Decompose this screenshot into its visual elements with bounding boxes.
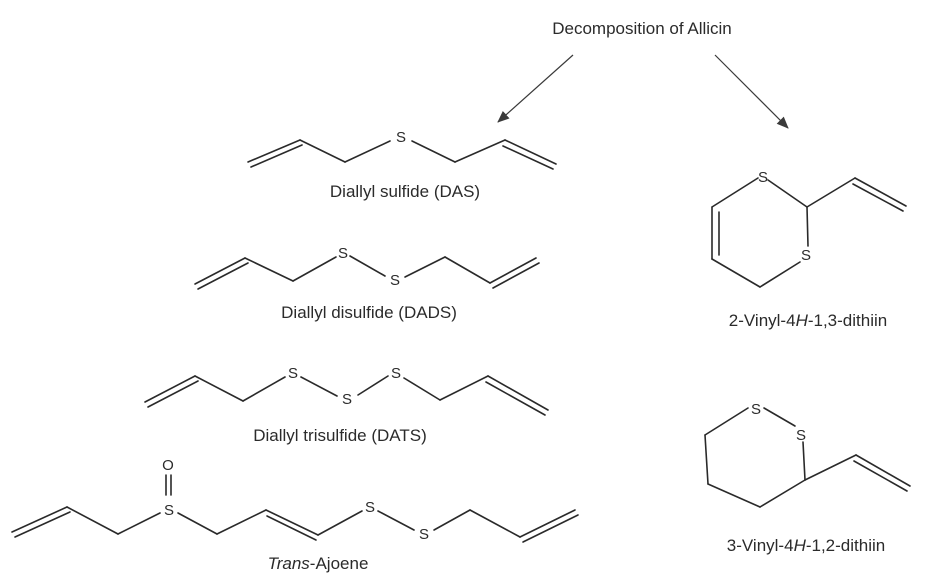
dithiin-1-2-label: 3-Vinyl-4H-1,2-dithiin (727, 536, 885, 555)
dads-sulfur-atom-2: S (390, 272, 400, 289)
dithiin12-label-post: -1,2-dithiin (806, 536, 885, 555)
dithiin12-label-pre: 3-Vinyl-4 (727, 536, 794, 555)
das-structure: S (247, 129, 557, 170)
dithiin13-label-pre: 2-Vinyl-4 (729, 311, 796, 330)
ajoene-sulfur-atom-1: S (365, 499, 375, 516)
arrow-to-das (497, 54, 574, 123)
dithiin-1-3-structure: S S (711, 169, 907, 288)
arrow-to-dithiin (714, 54, 789, 129)
dithiin12-label-italic: H (794, 536, 807, 555)
dithiin-1-3-label: 2-Vinyl-4H-1,3-dithiin (729, 311, 887, 330)
ajoene-structure: O S S S (11, 457, 579, 543)
dads-structure: S S (194, 245, 540, 290)
ajoene-sulfur-atom-2: S (419, 526, 429, 543)
dats-sulfur-atom-1: S (288, 365, 298, 382)
ajoene-label-suffix: -Ajoene (310, 554, 369, 573)
dads-sulfur-atom-1: S (338, 245, 348, 262)
dithiin13-label-post: -1,3-dithiin (808, 311, 887, 330)
ajoene-label-prefix: Trans (268, 554, 311, 573)
dithiin12-sulfur-atom-2: S (796, 427, 806, 444)
dats-sulfur-atom-2: S (342, 391, 352, 408)
das-sulfur-atom: S (396, 129, 406, 146)
diagram-title: Decomposition of Allicin (552, 19, 732, 38)
dithiin13-label-italic: H (796, 311, 809, 330)
dithiin12-sulfur-atom-1: S (751, 401, 761, 418)
dithiin13-sulfur-atom-3: S (801, 247, 811, 264)
dithiin13-sulfur-atom-1: S (758, 169, 768, 186)
dats-label: Diallyl trisulfide (DATS) (253, 426, 427, 445)
ajoene-label: Trans-Ajoene (268, 554, 369, 573)
dats-sulfur-atom-3: S (391, 365, 401, 382)
dads-label: Diallyl disulfide (DADS) (281, 303, 457, 322)
ajoene-sulfoxide-sulfur-atom: S (164, 502, 174, 519)
dats-structure: S S S (144, 365, 549, 416)
dithiin-1-2-structure: S S (704, 401, 911, 508)
ajoene-oxygen-atom: O (162, 457, 174, 474)
das-label: Diallyl sulfide (DAS) (330, 182, 480, 201)
